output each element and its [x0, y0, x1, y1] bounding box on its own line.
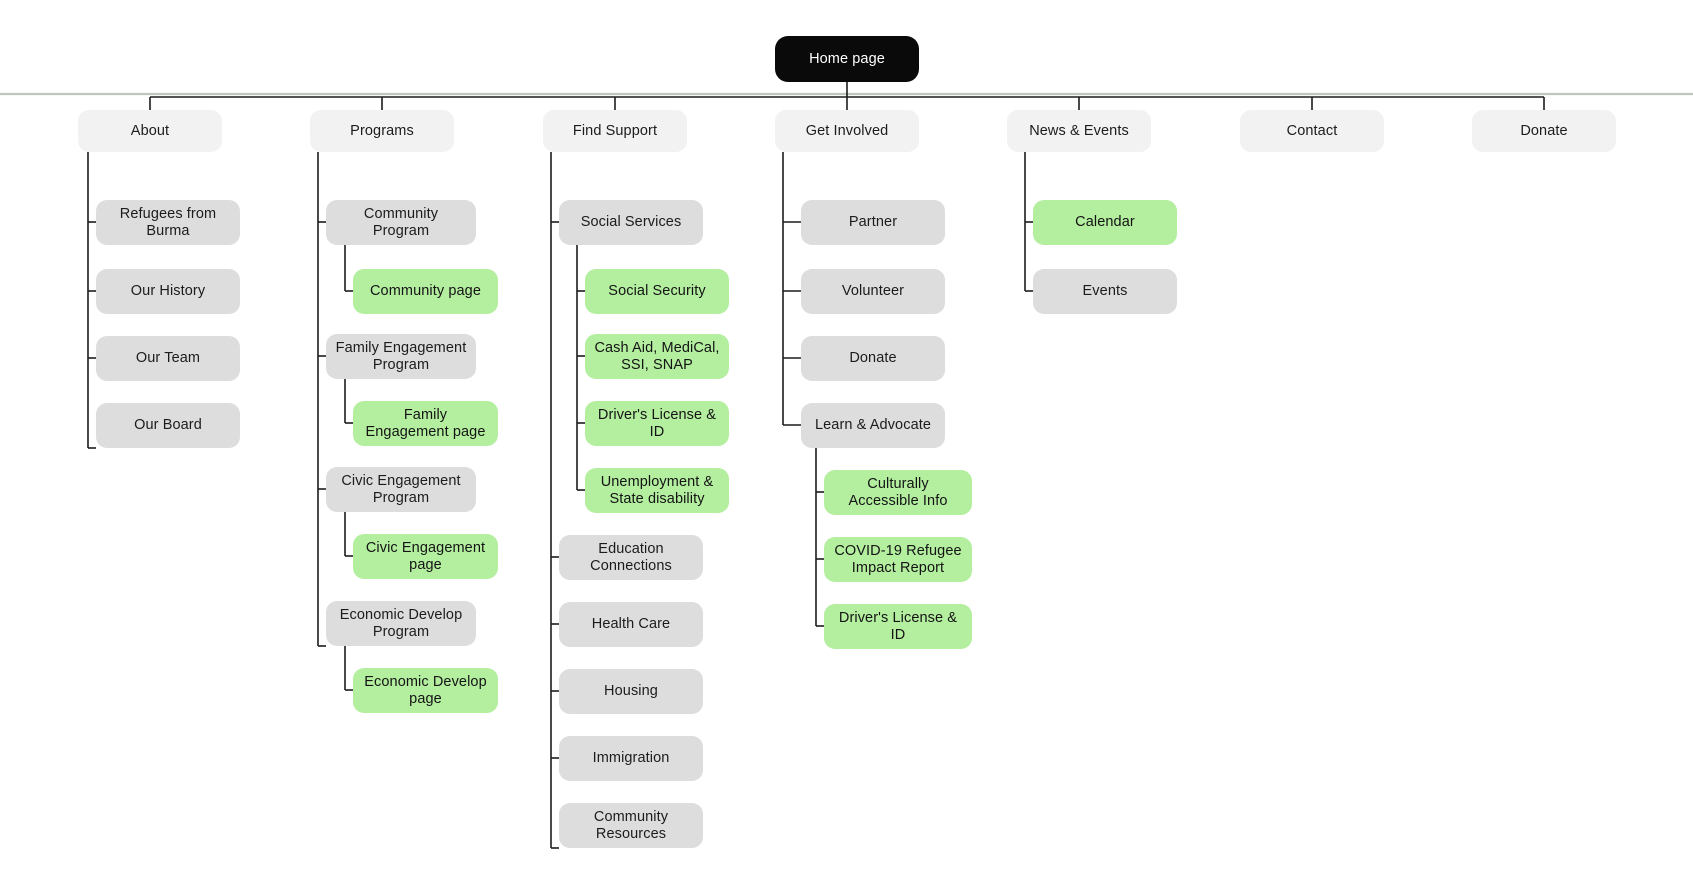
node-label: About: [130, 122, 170, 139]
node-cash-aid-medical-ssi-snap[interactable]: Cash Aid, MediCal, SSI, SNAP: [585, 334, 729, 379]
node-volunteer[interactable]: Volunteer: [801, 269, 945, 314]
node-label: Events: [1082, 283, 1128, 300]
node-label: Donate: [1520, 122, 1568, 139]
node-immigration[interactable]: Immigration: [559, 736, 703, 781]
node-label: Home page: [809, 50, 885, 67]
node-label: Contact: [1286, 122, 1338, 139]
node-label: Economic Develop Program: [339, 606, 463, 640]
node-label: Partner: [848, 214, 898, 231]
node-refugees-from-burma[interactable]: Refugees from Burma: [96, 200, 240, 245]
node-programs[interactable]: Programs: [310, 110, 454, 152]
node-label: Programs: [350, 122, 414, 139]
node-covid-19-refugee-impact-report[interactable]: COVID-19 Refugee Impact Report: [824, 537, 972, 582]
node-our-board[interactable]: Our Board: [96, 403, 240, 448]
node-label: Education Connections: [590, 540, 672, 574]
node-news-and-events[interactable]: News & Events: [1007, 110, 1151, 152]
node-label: Driver's License & ID: [597, 406, 717, 440]
node-get-involved[interactable]: Get Involved: [775, 110, 919, 152]
node-label: Our Team: [135, 350, 201, 367]
node-social-services[interactable]: Social Services: [559, 200, 703, 245]
node-label: Find Support: [572, 122, 658, 139]
node-label: Housing: [604, 683, 658, 700]
node-about[interactable]: About: [78, 110, 222, 152]
node-label: Unemployment & State disability: [600, 473, 714, 507]
node-label: News & Events: [1029, 122, 1129, 139]
node-label: Social Security: [608, 283, 706, 300]
node-label: Community page: [369, 283, 481, 300]
node-find-support[interactable]: Find Support: [543, 110, 687, 152]
node-label: Community Program: [363, 205, 439, 239]
node-label: Civic Engagement page: [365, 539, 486, 573]
node-culturally-accessible-info[interactable]: Culturally Accessible Info: [824, 470, 972, 515]
node-social-security[interactable]: Social Security: [585, 269, 729, 314]
node-education-connections[interactable]: Education Connections: [559, 535, 703, 580]
node-label: Culturally Accessible Info: [848, 475, 948, 509]
node-economic-develop-program[interactable]: Economic Develop Program: [326, 601, 476, 646]
node-donate-top[interactable]: Donate: [1472, 110, 1616, 152]
node-label: Driver's License & ID: [838, 609, 958, 643]
node-learn-and-advocate[interactable]: Learn & Advocate: [801, 403, 945, 448]
node-contact[interactable]: Contact: [1240, 110, 1384, 152]
node-community-resources[interactable]: Community Resources: [559, 803, 703, 848]
node-calendar[interactable]: Calendar: [1033, 200, 1177, 245]
node-housing[interactable]: Housing: [559, 669, 703, 714]
node-our-team[interactable]: Our Team: [96, 336, 240, 381]
node-label: Get Involved: [805, 122, 889, 139]
node-drivers-license-and-id-involved[interactable]: Driver's License & ID: [824, 604, 972, 649]
node-label: Immigration: [592, 750, 670, 767]
node-label: Refugees from Burma: [119, 205, 217, 239]
node-label: Donate: [849, 350, 897, 367]
node-label: Health Care: [591, 616, 671, 633]
node-donate[interactable]: Donate: [801, 336, 945, 381]
node-label: Calendar: [1075, 214, 1135, 231]
node-partner[interactable]: Partner: [801, 200, 945, 245]
node-label: Family Engagement Program: [335, 339, 467, 373]
node-label: Family Engagement page: [365, 406, 486, 440]
node-health-care[interactable]: Health Care: [559, 602, 703, 647]
node-label: Volunteer: [841, 283, 905, 300]
node-unemployment-state-disability[interactable]: Unemployment & State disability: [585, 468, 729, 513]
node-family-engagement-page[interactable]: Family Engagement page: [353, 401, 498, 446]
node-civic-engagement-page[interactable]: Civic Engagement page: [353, 534, 498, 579]
node-label: Economic Develop page: [364, 673, 487, 707]
node-economic-develop-page[interactable]: Economic Develop page: [353, 668, 498, 713]
node-label: Cash Aid, MediCal, SSI, SNAP: [594, 339, 720, 373]
node-home-page[interactable]: Home page: [775, 36, 919, 82]
node-events[interactable]: Events: [1033, 269, 1177, 314]
node-community-page[interactable]: Community page: [353, 269, 498, 314]
node-label: Social Services: [580, 214, 682, 231]
node-civic-engagement-program[interactable]: Civic Engagement Program: [326, 467, 476, 512]
node-drivers-license-and-id-support[interactable]: Driver's License & ID: [585, 401, 729, 446]
node-label: Our History: [130, 283, 206, 300]
node-family-engagement-program[interactable]: Family Engagement Program: [326, 334, 476, 379]
node-label: Our Board: [134, 417, 202, 434]
node-our-history[interactable]: Our History: [96, 269, 240, 314]
node-label: Learn & Advocate: [814, 417, 932, 434]
node-label: COVID-19 Refugee Impact Report: [834, 542, 962, 576]
node-label: Community Resources: [593, 808, 669, 842]
node-label: Civic Engagement Program: [341, 472, 461, 506]
node-community-program[interactable]: Community Program: [326, 200, 476, 245]
